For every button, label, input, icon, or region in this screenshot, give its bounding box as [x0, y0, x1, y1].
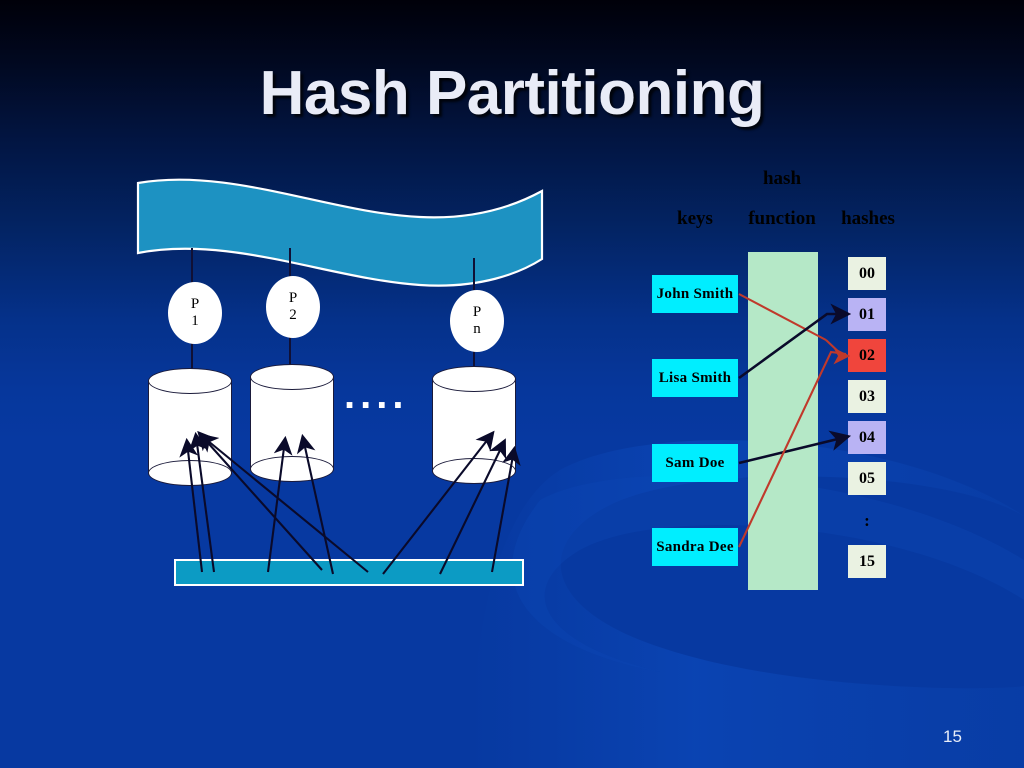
- hashes-column-label: hashes: [841, 208, 895, 229]
- processor-label-line2: 2: [289, 307, 297, 323]
- key-label: John Smith: [656, 285, 734, 302]
- hash-bucket-04[interactable]: 04: [848, 421, 886, 454]
- key-label: Sam Doe: [665, 454, 725, 471]
- hash-bucket-00[interactable]: 00: [848, 257, 886, 290]
- disk-cylinder-1[interactable]: [148, 368, 232, 486]
- disk-ellipsis: ....: [344, 373, 409, 417]
- processor-node-p2[interactable]: P 2: [266, 276, 320, 338]
- hash-bucket-value: 00: [859, 264, 875, 282]
- cylinder-top: [250, 364, 334, 390]
- hash-bucket-02[interactable]: 02: [848, 339, 886, 372]
- page-title: Hash Partitioning: [259, 59, 765, 128]
- cylinder-top: [432, 366, 516, 392]
- key-box-john-smith[interactable]: John Smith: [652, 275, 738, 313]
- hash-bucket-value: 03: [859, 387, 875, 405]
- hash-bucket-value: 01: [859, 305, 875, 323]
- cylinder-body: [148, 380, 232, 474]
- hash-bucket-03[interactable]: 03: [848, 380, 886, 413]
- processor-label-line2: 1: [191, 313, 199, 329]
- hash-bucket-05[interactable]: 05: [848, 462, 886, 495]
- key-label: Sandra Dee: [656, 538, 734, 555]
- hash-function-label-line1: hash: [762, 168, 802, 189]
- key-box-lisa-smith[interactable]: Lisa Smith: [652, 359, 738, 397]
- hash-bucket-value: 02: [859, 346, 875, 364]
- key-box-sam-doe[interactable]: Sam Doe: [652, 444, 738, 482]
- relation-bar[interactable]: [174, 559, 524, 586]
- hash-mapping-arrows: [738, 293, 852, 548]
- key-box-sandra-dee[interactable]: Sandra Dee: [652, 528, 738, 566]
- hash-function-box[interactable]: [748, 252, 818, 590]
- cylinder-bottom: [250, 456, 334, 482]
- hash-bucket-value: 15: [859, 552, 875, 570]
- processor-label-line1: P: [472, 304, 482, 320]
- tuple-distribution-arrows: [179, 430, 521, 575]
- processor-label-line2: n: [473, 321, 481, 337]
- hash-bucket-01[interactable]: 01: [848, 298, 886, 331]
- processor-node-p1[interactable]: P 1: [168, 282, 222, 344]
- keys-column-label: keys: [677, 208, 713, 229]
- key-label: Lisa Smith: [658, 369, 732, 386]
- page-number: 15: [943, 727, 962, 746]
- cylinder-top: [148, 368, 232, 394]
- processor-label-line1: P: [190, 296, 200, 312]
- hash-bucket-15[interactable]: 15: [848, 545, 886, 578]
- processor-label-line1: P: [288, 290, 298, 306]
- hash-bucket-separator: :: [864, 511, 870, 530]
- processor-node-pn[interactable]: P n: [450, 290, 504, 352]
- hash-function-label-line2: function: [748, 208, 816, 229]
- hash-bucket-value: 05: [859, 469, 875, 487]
- hash-bucket-value: 04: [859, 428, 875, 446]
